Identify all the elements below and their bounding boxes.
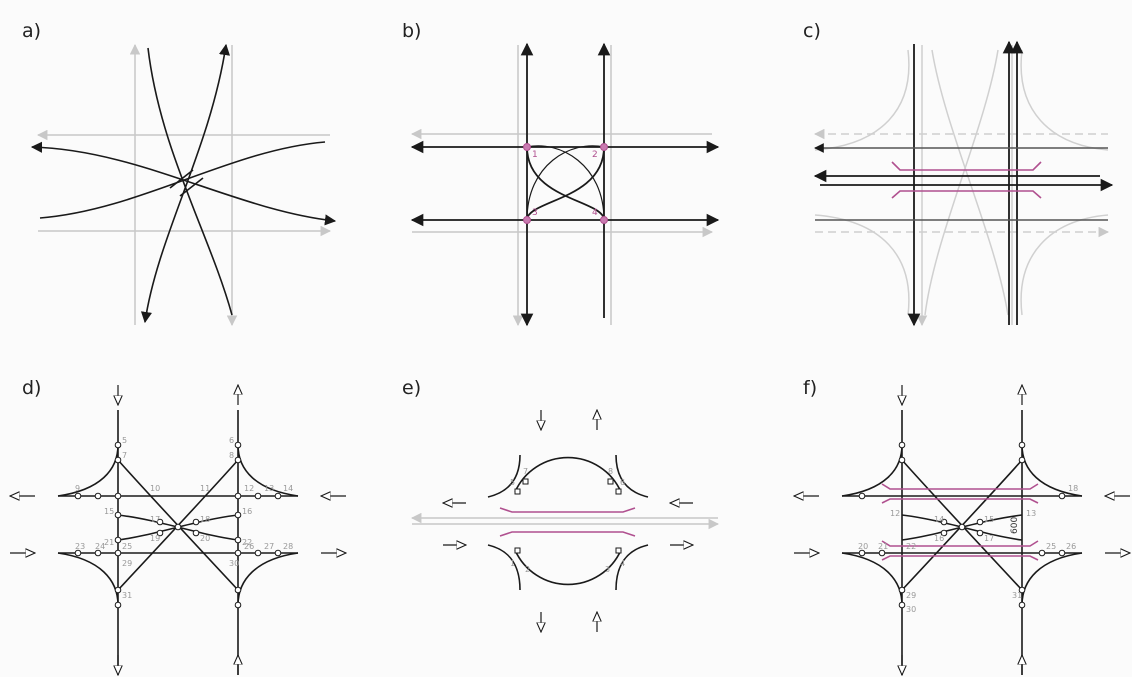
svg-text:5: 5 — [122, 436, 127, 445]
svg-text:18: 18 — [1068, 484, 1078, 493]
svg-text:18: 18 — [200, 515, 210, 524]
svg-text:13: 13 — [264, 484, 274, 493]
svg-text:13: 13 — [1026, 509, 1036, 518]
panel-f-label: f) — [803, 377, 818, 399]
svg-text:30: 30 — [906, 605, 916, 614]
svg-text:9: 9 — [75, 484, 80, 493]
svg-text:26: 26 — [244, 542, 254, 551]
svg-text:4: 4 — [620, 559, 625, 568]
svg-text:25: 25 — [1046, 542, 1056, 551]
svg-text:6: 6 — [229, 436, 234, 445]
svg-text:1: 1 — [510, 559, 515, 568]
svg-text:8: 8 — [608, 467, 613, 476]
svg-text:14: 14 — [934, 515, 944, 524]
svg-text:31: 31 — [122, 591, 132, 600]
svg-text:10: 10 — [150, 484, 160, 493]
svg-text:7: 7 — [523, 467, 528, 476]
svg-text:27: 27 — [264, 542, 274, 551]
svg-text:8: 8 — [229, 451, 234, 460]
svg-text:3: 3 — [605, 565, 610, 574]
panel-b-diagram: 1 2 3 4 — [410, 42, 720, 327]
svg-text:15: 15 — [984, 515, 994, 524]
svg-text:12: 12 — [244, 484, 254, 493]
node-2-marker — [600, 143, 608, 151]
panel-d-diagram: 5 6 7 8 9 10 11 12 13 14 15 16 17 18 19 … — [10, 385, 346, 675]
panel-f-diagram: 600 12 13 14 15 16 17 18 20 21 22 25 26 … — [794, 385, 1130, 675]
node-label: 3 — [532, 208, 538, 218]
svg-text:30: 30 — [229, 559, 239, 568]
panel-e-label: e) — [402, 377, 422, 399]
svg-text:20: 20 — [858, 542, 868, 551]
svg-text:19: 19 — [150, 534, 160, 543]
svg-text:5: 5 — [510, 478, 515, 487]
panel-b-label: b) — [402, 20, 422, 42]
node-4-marker — [600, 216, 608, 224]
svg-text:21: 21 — [104, 538, 114, 547]
svg-text:17: 17 — [150, 515, 160, 524]
node-label: 2 — [592, 150, 598, 160]
svg-text:31: 31 — [1012, 591, 1022, 600]
node-1-marker — [523, 143, 531, 151]
svg-text:25: 25 — [122, 542, 132, 551]
node-3-marker — [523, 216, 531, 224]
panel-e-diagram: 7 8 5 6 1 2 3 4 — [410, 410, 720, 632]
svg-text:28: 28 — [283, 542, 293, 551]
svg-text:14: 14 — [283, 484, 293, 493]
panel-c-diagram — [813, 40, 1114, 327]
svg-text:23: 23 — [75, 542, 85, 551]
panel-d-label: d) — [22, 377, 42, 399]
svg-text:7: 7 — [122, 451, 127, 460]
svg-text:26: 26 — [1066, 542, 1076, 551]
panel-a-label: a) — [22, 20, 42, 42]
svg-text:12: 12 — [890, 509, 900, 518]
svg-text:21: 21 — [878, 542, 888, 551]
panel-a-diagram — [30, 43, 337, 327]
dimension-label: 600 — [1010, 517, 1020, 534]
panel-c-label: c) — [803, 20, 821, 42]
svg-text:20: 20 — [200, 534, 210, 543]
svg-text:24: 24 — [95, 542, 105, 551]
svg-text:6: 6 — [620, 478, 625, 487]
svg-text:29: 29 — [122, 559, 132, 568]
svg-text:15: 15 — [104, 507, 114, 516]
svg-text:22: 22 — [242, 538, 252, 547]
svg-text:16: 16 — [934, 534, 944, 543]
svg-text:29: 29 — [906, 591, 916, 600]
svg-text:17: 17 — [984, 534, 994, 543]
svg-text:11: 11 — [200, 484, 210, 493]
node-label: 1 — [532, 150, 538, 160]
svg-text:22: 22 — [906, 542, 916, 551]
svg-text:2: 2 — [525, 565, 530, 574]
svg-text:16: 16 — [242, 507, 252, 516]
node-label: 4 — [592, 208, 598, 218]
